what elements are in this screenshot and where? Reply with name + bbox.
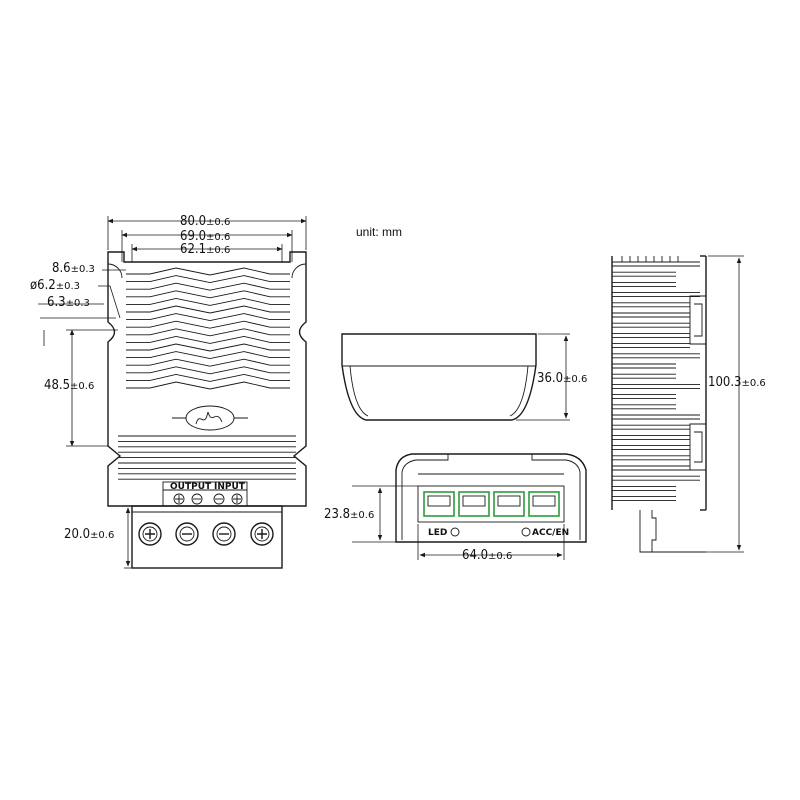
output-label: OUTPUT (170, 482, 212, 492)
connector-ports (423, 491, 560, 517)
end-view: 100.3±0.6 (611, 255, 766, 553)
top-fin (126, 275, 290, 284)
mount-hole-right (291, 263, 307, 279)
top-fin (126, 373, 290, 382)
top-fin (126, 282, 290, 291)
unit-note: unit: mm (356, 225, 402, 239)
top-fin (126, 358, 290, 367)
top-fin (126, 343, 290, 352)
top-fin (126, 366, 290, 375)
top-fin (126, 320, 290, 329)
dim-6-3: 6.3±0.3 (47, 295, 90, 310)
top-fin (126, 351, 290, 360)
top-view-outline (107, 251, 307, 507)
mount-hole-left (107, 263, 123, 279)
connector-housing (417, 485, 565, 523)
dim-36-0: 36.0±0.6 (537, 371, 587, 386)
dim-23-8: 23.8±0.6 (324, 507, 374, 522)
end-view-fins (612, 256, 700, 502)
input-label: INPUT (214, 482, 246, 492)
front-view-outline (395, 453, 587, 543)
dim-20-0: 20.0±0.6 (64, 527, 114, 542)
dim-48-5: 48.5±0.6 (44, 378, 94, 393)
brand-logo-icon (172, 405, 248, 431)
pcb-terminals (173, 493, 243, 505)
top-fin (126, 290, 290, 299)
led-indicator-icon (450, 527, 460, 537)
top-fin (126, 297, 290, 306)
dim-100-3: 100.3±0.6 (708, 375, 766, 390)
acc-en-label: ACC/EN (532, 528, 569, 538)
dim-62-1: 62.1±0.6 (180, 242, 230, 257)
terminal-minus-icon (175, 522, 199, 546)
terminal-plus-icon (138, 522, 162, 546)
top-fin (126, 313, 290, 322)
dim-80-0: 80.0±0.6 (180, 214, 230, 229)
side-view-outline (341, 333, 537, 421)
dim-8-6: 8.6±0.3 (52, 261, 95, 276)
top-fin (126, 267, 290, 276)
top-fin (126, 328, 290, 337)
end-view-bracket-bottom (689, 423, 707, 471)
dim-69-0: 69.0±0.6 (180, 229, 230, 244)
top-fin (126, 305, 290, 314)
front-view: LED ACC/EN 23.8±0.6 64.0±0.6 (324, 453, 587, 563)
dim-dia-6-2: ø6.2±0.3 (30, 278, 80, 293)
end-view-terminal (639, 510, 657, 553)
end-view-bracket-top (689, 295, 707, 345)
terminal-block (131, 505, 283, 569)
terminal-plus-icon (250, 522, 274, 546)
heatsink-fins (118, 267, 296, 480)
top-fin (126, 381, 290, 390)
acc-en-indicator-icon (521, 527, 531, 537)
terminal-minus-icon (212, 522, 236, 546)
led-label: LED (428, 528, 447, 538)
dim-64-0: 64.0±0.6 (462, 548, 512, 563)
top-view: OUTPUT INPUT 80.0±0.6 69.0±0.6 (30, 214, 307, 569)
side-view: 36.0±0.6 (341, 333, 587, 421)
top-fin (126, 335, 290, 344)
terminal-screws (138, 522, 274, 546)
